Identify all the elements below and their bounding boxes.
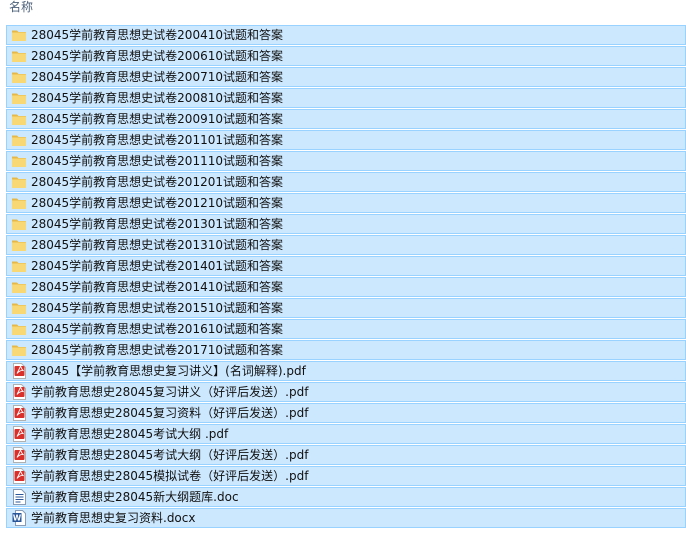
file-row[interactable]: 28045学前教育思想史试卷201410试题和答案 (6, 277, 686, 297)
file-name: 学前教育思想史28045复习讲义（好评后发送）.pdf (31, 385, 309, 399)
file-row[interactable]: 28045【学前教育思想史复习讲义】(名词解释).pdf (6, 361, 686, 381)
file-name: 学前教育思想史28045考试大纲 .pdf (31, 427, 229, 441)
file-row[interactable]: 28045学前教育思想史试卷201201试题和答案 (6, 172, 686, 192)
file-name: 28045学前教育思想史试卷200610试题和答案 (31, 49, 283, 63)
file-name: 28045学前教育思想史试卷201110试题和答案 (31, 154, 283, 168)
svg-text:W: W (13, 513, 22, 522)
folder-icon (11, 90, 27, 106)
file-name: 28045学前教育思想史试卷200910试题和答案 (31, 112, 283, 126)
file-row[interactable]: 28045学前教育思想史试卷201710试题和答案 (6, 340, 686, 360)
file-name: 28045学前教育思想史试卷201410试题和答案 (31, 280, 283, 294)
folder-icon (11, 216, 27, 232)
file-name: 28045学前教育思想史试卷200410试题和答案 (31, 28, 283, 42)
file-name: 学前教育思想史28045新大纲题库.doc (31, 490, 239, 504)
pdf-file-icon (11, 426, 27, 442)
file-row[interactable]: 28045学前教育思想史试卷200810试题和答案 (6, 88, 686, 108)
pdf-file-icon (11, 405, 27, 421)
file-row[interactable]: 28045学前教育思想史试卷201610试题和答案 (6, 319, 686, 339)
file-row[interactable]: W 学前教育思想史复习资料.docx (6, 508, 686, 528)
file-row[interactable]: 28045学前教育思想史试卷200410试题和答案 (6, 25, 686, 45)
file-row[interactable]: 28045学前教育思想史试卷201510试题和答案 (6, 298, 686, 318)
file-name: 28045学前教育思想史试卷201210试题和答案 (31, 196, 283, 210)
file-name: 28045学前教育思想史试卷201301试题和答案 (31, 217, 283, 231)
file-name: 28045学前教育思想史试卷201101试题和答案 (31, 133, 283, 147)
folder-icon (11, 27, 27, 43)
folder-icon (11, 195, 27, 211)
folder-icon (11, 132, 27, 148)
file-row[interactable]: 28045学前教育思想史试卷200910试题和答案 (6, 109, 686, 129)
file-row[interactable]: 28045学前教育思想史试卷200710试题和答案 (6, 67, 686, 87)
file-row[interactable]: 28045学前教育思想史试卷201310试题和答案 (6, 235, 686, 255)
pdf-file-icon (11, 363, 27, 379)
word-doc-icon (11, 489, 27, 505)
folder-icon (11, 153, 27, 169)
file-row[interactable]: 学前教育思想史28045复习资料（好评后发送）.pdf (6, 403, 686, 423)
file-name: 28045学前教育思想史试卷201310试题和答案 (31, 238, 283, 252)
file-name: 学前教育思想史28045模拟试卷（好评后发送）.pdf (31, 469, 309, 483)
column-header-name[interactable]: 名称 (9, 0, 34, 14)
file-row[interactable]: 28045学前教育思想史试卷201401试题和答案 (6, 256, 686, 276)
folder-icon (11, 174, 27, 190)
folder-icon (11, 237, 27, 253)
file-name: 28045【学前教育思想史复习讲义】(名词解释).pdf (31, 364, 306, 378)
file-row[interactable]: 28045学前教育思想史试卷200610试题和答案 (6, 46, 686, 66)
file-row[interactable]: 28045学前教育思想史试卷201110试题和答案 (6, 151, 686, 171)
folder-icon (11, 300, 27, 316)
file-row[interactable]: 学前教育思想史28045新大纲题库.doc (6, 487, 686, 507)
pdf-file-icon (11, 384, 27, 400)
file-row[interactable]: 28045学前教育思想史试卷201210试题和答案 (6, 193, 686, 213)
column-header: 名称 (0, 0, 686, 24)
file-name: 28045学前教育思想史试卷201610试题和答案 (31, 322, 283, 336)
file-row[interactable]: 学前教育思想史28045考试大纲 .pdf (6, 424, 686, 444)
folder-icon (11, 69, 27, 85)
file-name: 28045学前教育思想史试卷201401试题和答案 (31, 259, 283, 273)
folder-icon (11, 111, 27, 127)
pdf-file-icon (11, 447, 27, 463)
folder-icon (11, 48, 27, 64)
word-docx-icon: W (11, 510, 27, 526)
pdf-file-icon (11, 468, 27, 484)
folder-icon (11, 342, 27, 358)
file-row[interactable]: 学前教育思想史28045考试大纲（好评后发送）.pdf (6, 445, 686, 465)
file-row[interactable]: 学前教育思想史28045模拟试卷（好评后发送）.pdf (6, 466, 686, 486)
folder-icon (11, 321, 27, 337)
file-name: 28045学前教育思想史试卷201710试题和答案 (31, 343, 283, 357)
file-row[interactable]: 28045学前教育思想史试卷201301试题和答案 (6, 214, 686, 234)
file-name: 学前教育思想史28045考试大纲（好评后发送）.pdf (31, 448, 309, 462)
folder-icon (11, 279, 27, 295)
file-name: 学前教育思想史28045复习资料（好评后发送）.pdf (31, 406, 309, 420)
folder-icon (11, 258, 27, 274)
file-name: 28045学前教育思想史试卷201201试题和答案 (31, 175, 283, 189)
file-row[interactable]: 28045学前教育思想史试卷201101试题和答案 (6, 130, 686, 150)
file-name: 28045学前教育思想史试卷200810试题和答案 (31, 91, 283, 105)
file-name: 28045学前教育思想史试卷201510试题和答案 (31, 301, 283, 315)
file-name: 学前教育思想史复习资料.docx (31, 511, 196, 525)
file-list: 28045学前教育思想史试卷200410试题和答案 28045学前教育思想史试卷… (6, 25, 686, 529)
file-name: 28045学前教育思想史试卷200710试题和答案 (31, 70, 283, 84)
file-row[interactable]: 学前教育思想史28045复习讲义（好评后发送）.pdf (6, 382, 686, 402)
